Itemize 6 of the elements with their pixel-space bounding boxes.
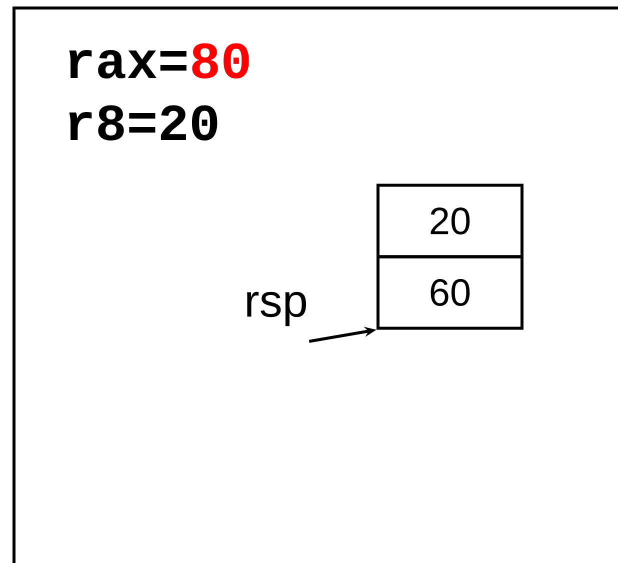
stack-cell: 20: [376, 184, 524, 258]
code-text: r8=20: [69, 105, 218, 140]
stack-cell: 60: [376, 255, 524, 330]
register-label: rsp: [247, 292, 306, 326]
code-text: rax=: [69, 50, 186, 78]
value-text: 80: [192, 43, 249, 78]
